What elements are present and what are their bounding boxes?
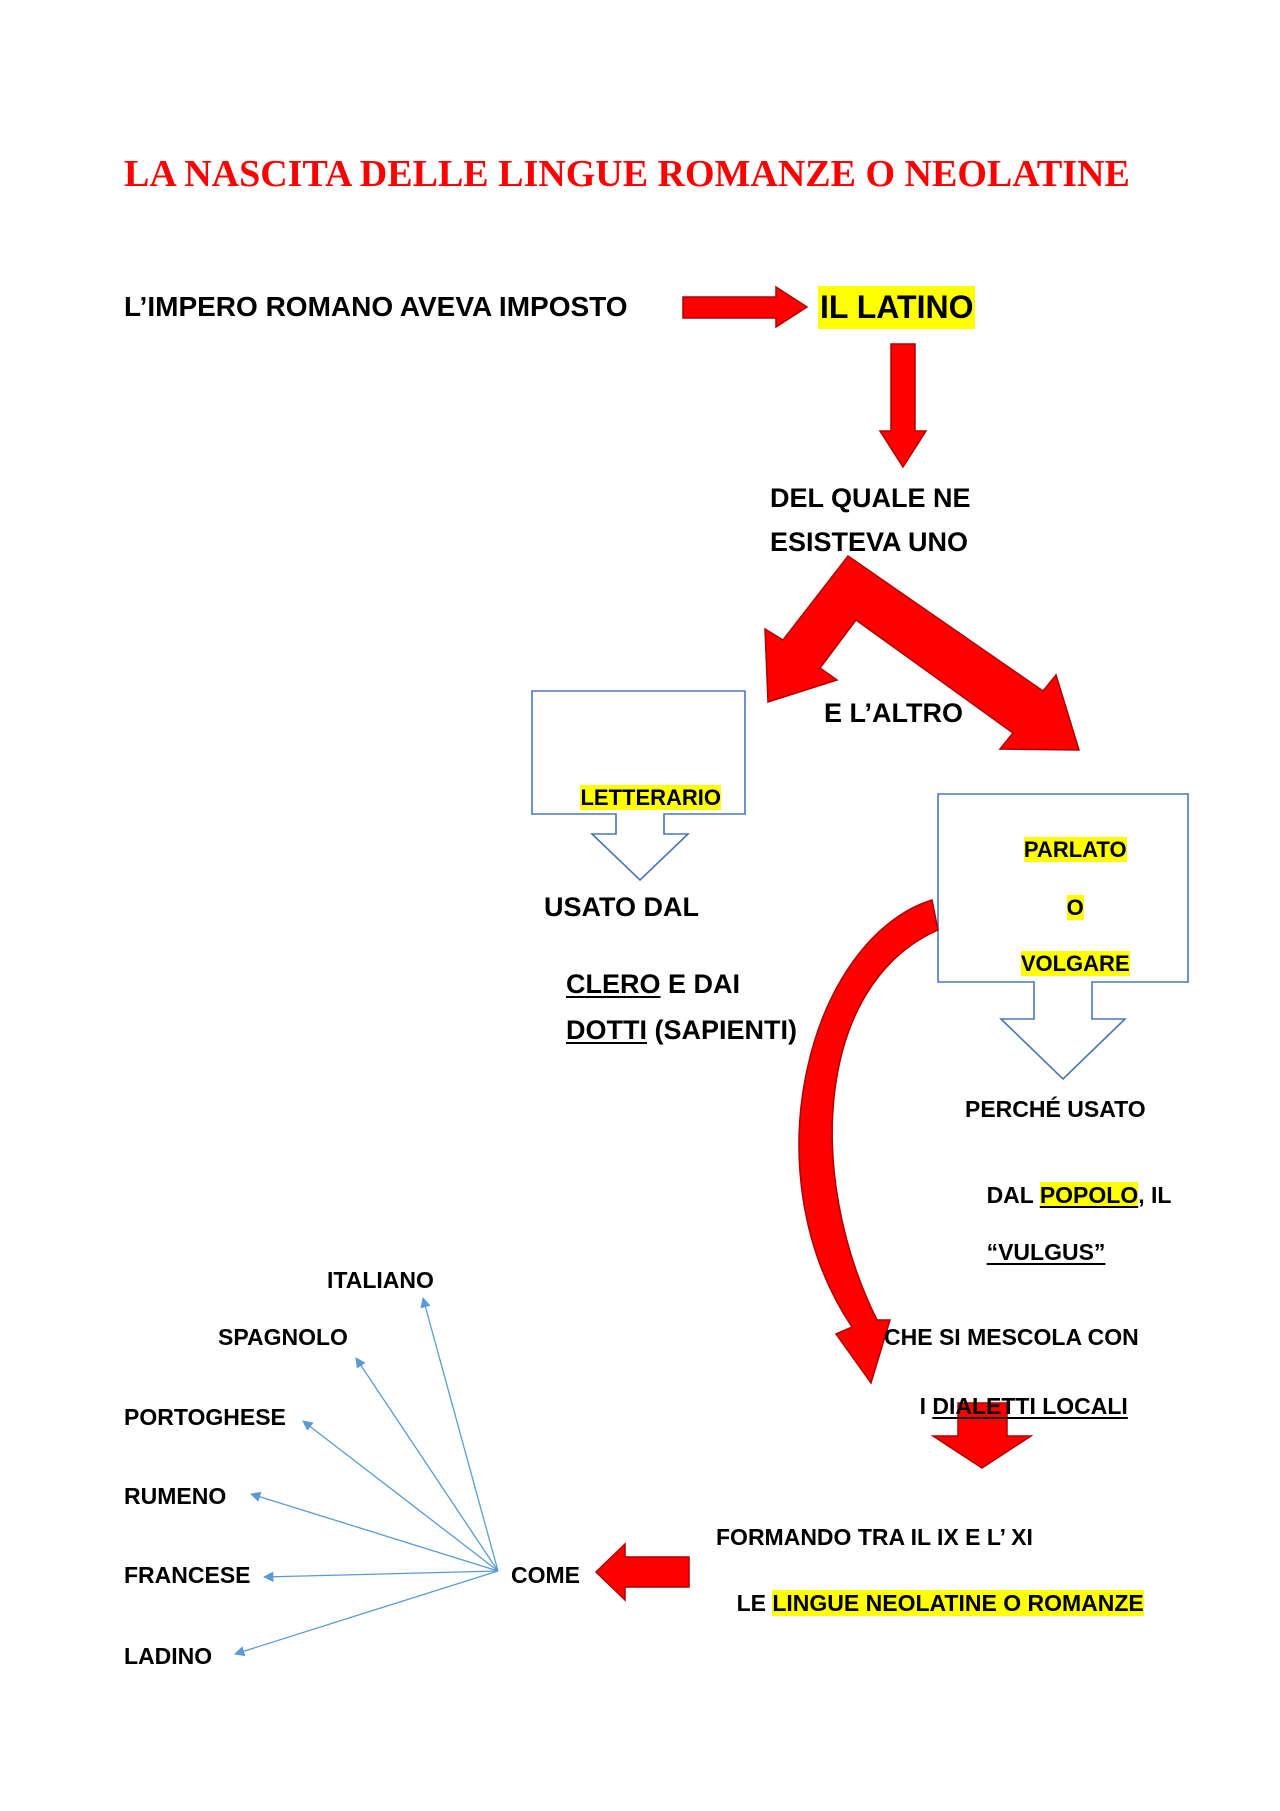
mixing-line-2-before: I: [919, 1393, 933, 1419]
mixing-line-2: I DIALETTI LOCALI: [894, 1364, 1128, 1448]
branch-arrow-italiano: [420, 1296, 499, 1572]
language-ladino: LADINO: [124, 1643, 213, 1669]
language-portoghese: PORTOGHESE: [124, 1404, 286, 1430]
literary-label-wrap: LETTERARIO: [556, 756, 722, 840]
vernacular-label-1: PARLATO: [1023, 837, 1127, 862]
outcome-line-2-before: LE: [736, 1590, 773, 1616]
language-italiano: ITALIANO: [327, 1267, 434, 1293]
arrow-right-to-latin: [682, 285, 809, 329]
vernacular-reason-line-1: PERCHÉ USATO: [965, 1096, 1146, 1122]
arrow-down-to-outcome: [930, 1402, 1034, 1469]
vernacular-callout-box: [937, 793, 1189, 1081]
language-spagnolo: SPAGNOLO: [218, 1324, 348, 1350]
vernacular-reason-line-2-after: , IL: [1138, 1182, 1172, 1208]
vernacular-label-3: VOLGARE: [1020, 951, 1130, 976]
connector-text: E L’ALTRO: [824, 698, 963, 728]
curved-arrow-to-dialects: [798, 899, 939, 1385]
vernacular-label-2: O: [1066, 895, 1084, 920]
literary-line-2: CLERO E DAI: [536, 936, 740, 1032]
clergy-term: CLERO: [566, 969, 661, 999]
literary-line-3: DOTTI (SAPIENTI): [536, 982, 797, 1078]
literary-label: LETTERARIO: [580, 785, 722, 810]
vernacular-label-1-wrap: PARLATO: [938, 808, 1188, 892]
people-term: POPOLO: [1039, 1182, 1139, 1208]
outcome-line-2: LE LINGUE NEOLATINE O ROMANZE: [711, 1561, 1144, 1645]
vulgus-term: “VULGUS”: [986, 1239, 1106, 1265]
split-line-1: DEL QUALE NE: [770, 483, 971, 513]
arrow-down-from-latin: [878, 343, 928, 469]
page-title: LA NASCITA DELLE LINGUE ROMANZE O NEOLAT…: [124, 153, 1130, 195]
romance-languages-term: LINGUE NEOLATINE O ROMANZE: [772, 1590, 1144, 1616]
arrow-split-two-ways: [764, 554, 1081, 751]
branch-arrow-ladino: [234, 1570, 499, 1657]
scholars-term: DOTTI: [566, 1015, 648, 1045]
literary-line-1: USATO DAL: [544, 892, 699, 922]
branch-arrow-francese: [262, 1570, 499, 1582]
branch-arrow-portoghese: [302, 1420, 499, 1572]
vernacular-label-3-wrap: VOLGARE: [938, 922, 1188, 1006]
outcome-line-1: FORMANDO TRA IL IX E L’ XI: [716, 1524, 1033, 1550]
vernacular-reason-line-2: DAL POPOLO, IL: [961, 1153, 1171, 1237]
arrow-left-to-come: [594, 1542, 690, 1602]
latin-label: IL LATINO: [818, 286, 976, 329]
literary-line-2-rest: E DAI: [660, 969, 741, 999]
branch-arrow-spagnolo: [355, 1357, 499, 1572]
split-line-2: ESISTEVA UNO: [770, 527, 969, 557]
language-rumeno: RUMENO: [124, 1483, 227, 1509]
mixing-line-1: CHE SI MESCOLA CON: [884, 1324, 1139, 1350]
branch-arrow-rumeno: [250, 1491, 499, 1572]
come-label: COME: [511, 1562, 580, 1588]
literary-line-3-rest: (SAPIENTI): [647, 1015, 798, 1045]
vernacular-reason-line-3: “VULGUS”: [961, 1210, 1106, 1294]
language-francese: FRANCESE: [124, 1562, 251, 1588]
local-dialects-term: DIALETTI LOCALI: [932, 1393, 1128, 1419]
intro-text: L’IMPERO ROMANO AVEVA IMPOSTO: [124, 291, 628, 322]
vernacular-reason-line-2-before: DAL: [986, 1182, 1040, 1208]
vernacular-label-2-wrap: O: [938, 866, 1188, 950]
